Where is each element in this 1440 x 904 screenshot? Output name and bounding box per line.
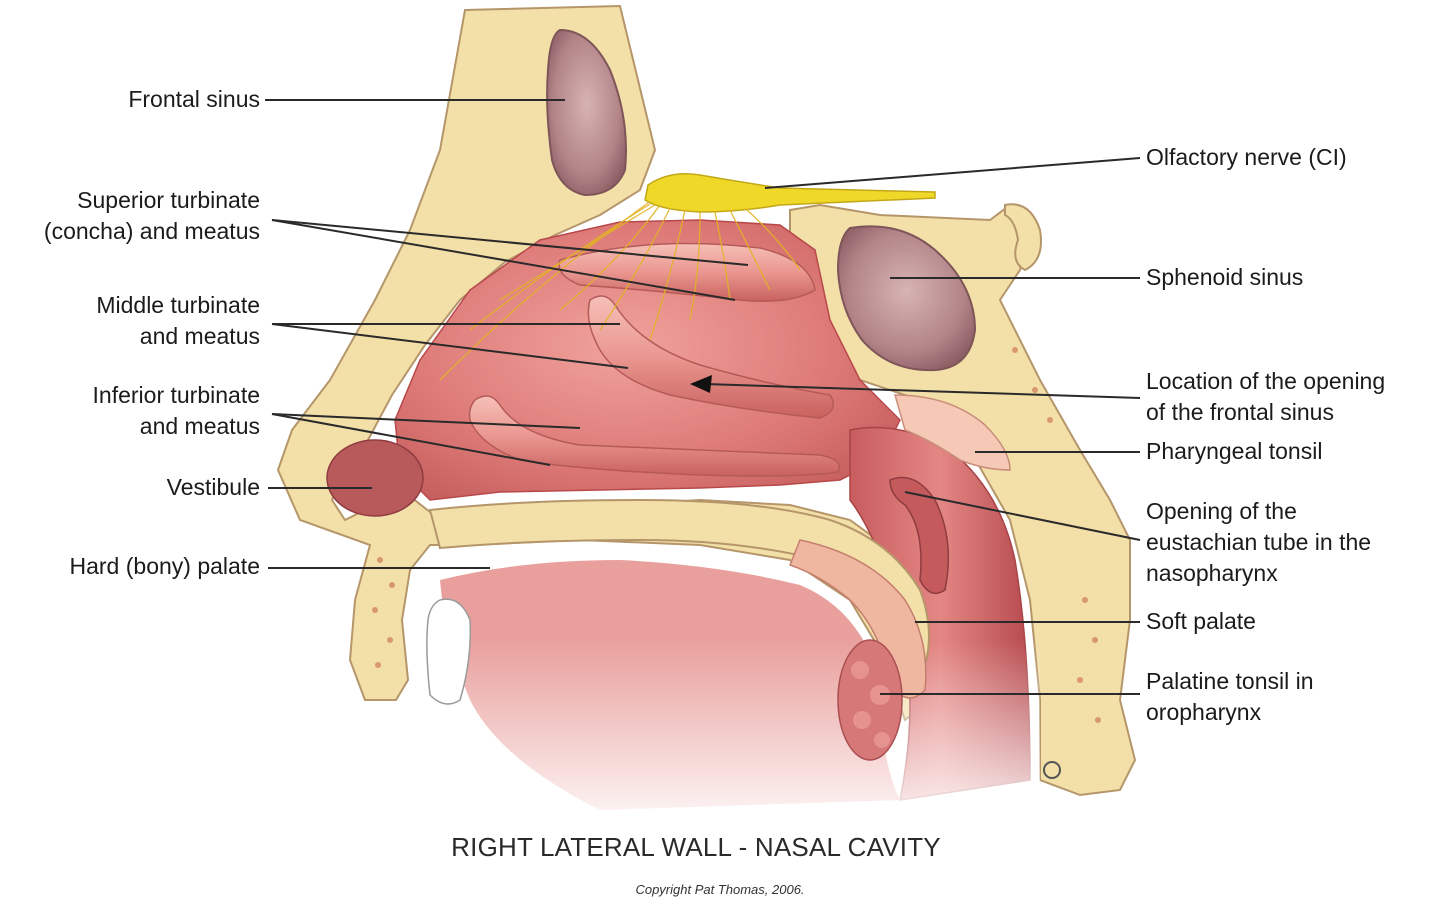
tonsil-crypt-4 xyxy=(874,732,890,748)
leader-inferior-turbinate-b xyxy=(271,413,551,466)
label-line: Vestibule xyxy=(166,474,260,500)
olfactory-nerve-fibers xyxy=(439,202,801,381)
label-line: Frontal sinus xyxy=(128,86,260,112)
leader-middle-turbinate-b xyxy=(271,323,629,369)
frontal-sinus-cavity xyxy=(546,28,627,197)
label-line: eustachian tube in the xyxy=(1146,529,1372,555)
label-inferior-turbinate: Inferior turbinate and meatus xyxy=(93,380,260,442)
sphenoid-sinus-cavity xyxy=(836,225,977,372)
label-line: Pharyngeal tonsil xyxy=(1146,438,1323,464)
label-line: oropharynx xyxy=(1146,699,1262,725)
label-line: Opening of the xyxy=(1146,498,1297,524)
incisor-tooth xyxy=(426,598,472,705)
label-line: of the frontal sinus xyxy=(1146,399,1334,425)
middle-turbinate-shape xyxy=(587,295,835,419)
tonsil-crypt-3 xyxy=(853,711,871,729)
inferior-turbinate-shape xyxy=(468,395,841,477)
opening-arrowhead xyxy=(690,375,712,393)
label-hard-palate: Hard (bony) palate xyxy=(70,551,261,582)
label-olfactory-nerve: Olfactory nerve (CI) xyxy=(1146,142,1347,173)
sphenoid-process xyxy=(1004,203,1042,272)
vestibule-shape xyxy=(326,439,424,517)
leader-olfactory-nerve xyxy=(764,157,1141,189)
leader-superior-turbinate-a xyxy=(271,219,749,266)
leader-lines xyxy=(265,99,1141,695)
label-frontal-sinus-opening: Location of the opening of the frontal s… xyxy=(1146,366,1385,428)
leader-frontal-sinus-opening xyxy=(704,383,1141,399)
label-line: Olfactory nerve (CI) xyxy=(1146,144,1347,170)
label-line: and meatus xyxy=(139,323,260,349)
label-line: (concha) and meatus xyxy=(43,218,260,244)
label-soft-palate: Soft palate xyxy=(1146,606,1256,637)
superior-turbinate-shape xyxy=(558,242,816,302)
label-middle-turbinate: Middle turbinate and meatus xyxy=(96,290,260,352)
leader-superior-turbinate-b xyxy=(271,219,736,301)
label-line: Location of the opening xyxy=(1146,368,1386,394)
label-line: Sphenoid sinus xyxy=(1146,264,1304,290)
label-frontal-sinus: Frontal sinus xyxy=(128,84,260,115)
label-line: Hard (bony) palate xyxy=(69,553,261,579)
olfactory-nerve-tract xyxy=(644,173,936,213)
tonsil-crypt-1 xyxy=(851,661,869,679)
bone-marrow-stipple xyxy=(372,347,1101,723)
lower-fade xyxy=(420,640,1040,840)
signature-mark xyxy=(1043,761,1061,779)
label-line: Soft palate xyxy=(1146,608,1256,634)
label-superior-turbinate: Superior turbinate (concha) and meatus xyxy=(44,185,260,247)
label-palatine-tonsil: Palatine tonsil in oropharynx xyxy=(1146,666,1314,728)
copyright-notice: Copyright Pat Thomas, 2006. xyxy=(635,882,805,897)
leader-inferior-turbinate-a xyxy=(271,413,581,429)
label-line: Middle turbinate xyxy=(96,292,260,318)
label-pharyngeal-tonsil: Pharyngeal tonsil xyxy=(1146,436,1322,467)
leader-eustachian-opening xyxy=(904,491,1141,541)
label-line: Superior turbinate xyxy=(77,187,260,213)
palatine-tonsil-tissue xyxy=(837,639,903,761)
label-line: and meatus xyxy=(139,413,260,439)
label-vestibule: Vestibule xyxy=(167,472,260,503)
label-line: Palatine tonsil in xyxy=(1146,668,1314,694)
diagram-caption: RIGHT LATERAL WALL - NASAL CAVITY xyxy=(451,832,941,862)
label-sphenoid-sinus: Sphenoid sinus xyxy=(1146,262,1303,293)
label-eustachian-opening: Opening of the eustachian tube in the na… xyxy=(1146,496,1371,589)
label-line: Inferior turbinate xyxy=(92,382,260,408)
label-line: nasopharynx xyxy=(1146,560,1278,586)
